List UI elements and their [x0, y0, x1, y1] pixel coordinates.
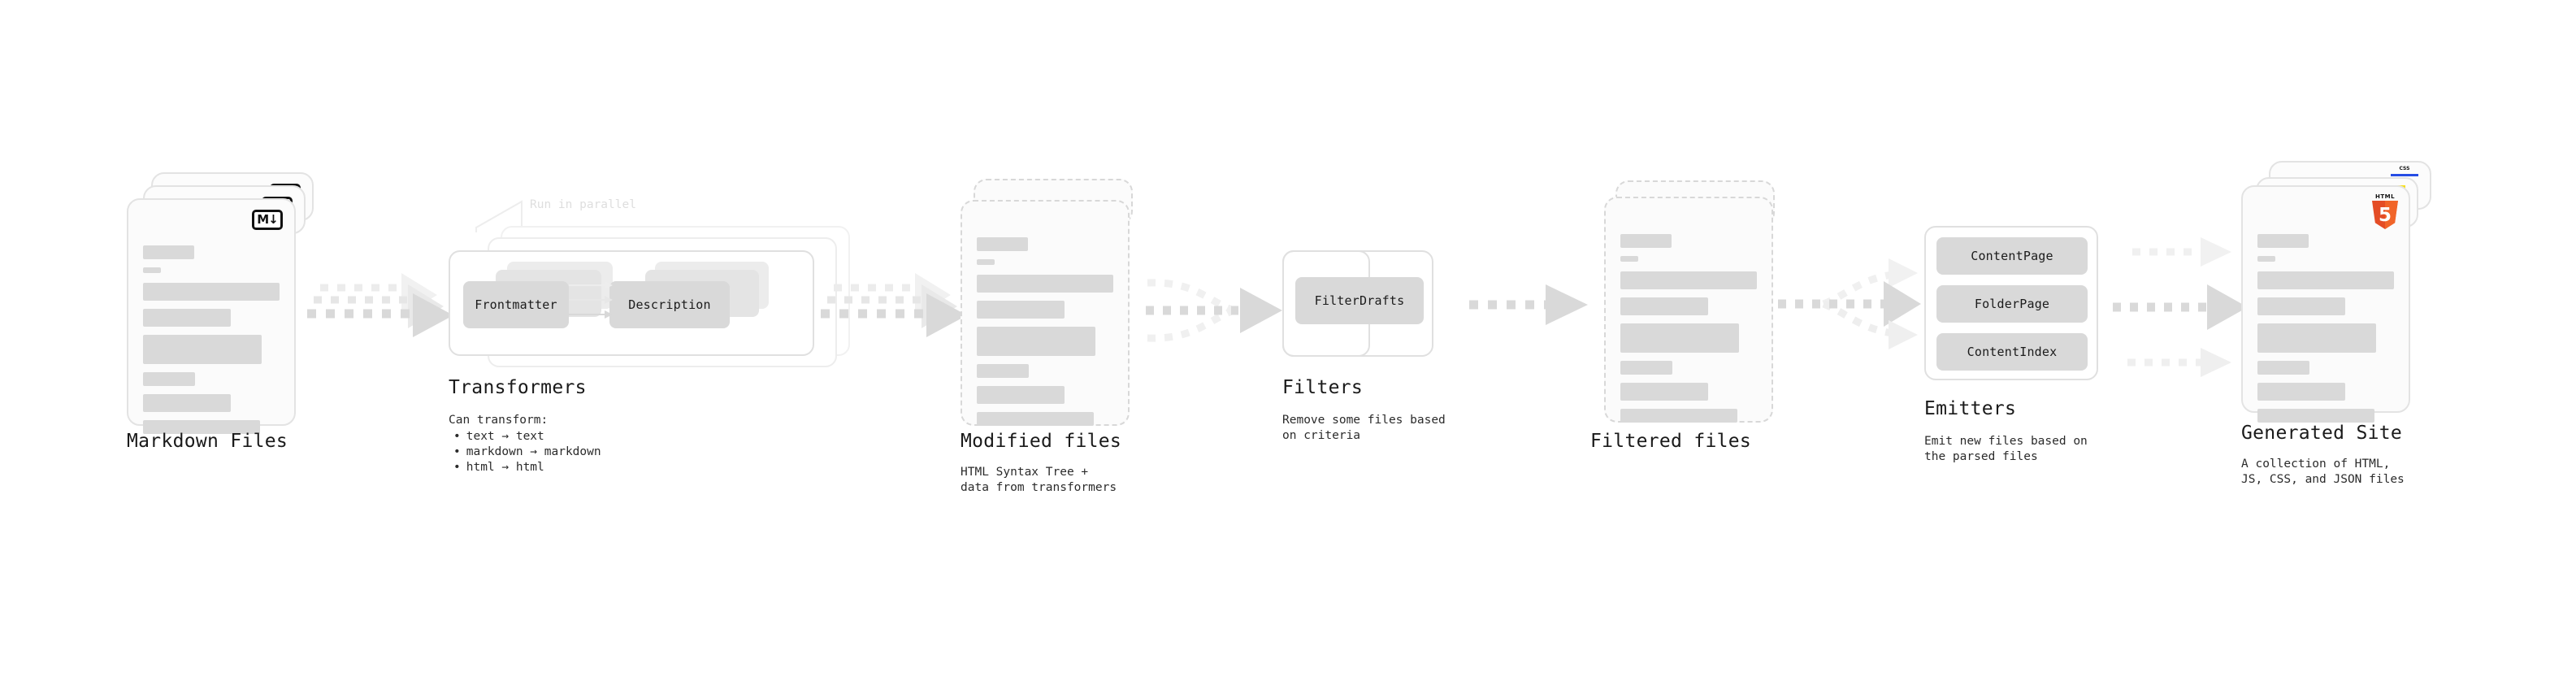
label-modified-files: Modified files: [961, 431, 1122, 452]
chip-folderpage[interactable]: FolderPage: [1936, 285, 2088, 323]
html5-shield: 5: [2372, 201, 2398, 229]
filters-box[interactable]: FilterDrafts: [1282, 250, 1424, 357]
label-transformers: Transformers: [449, 377, 587, 398]
generated-site-description: A collection of HTML, JS, CSS, and JSON …: [2241, 458, 2405, 486]
chip-frontmatter[interactable]: Frontmatter: [463, 281, 569, 328]
site-skeleton-bars: [2257, 234, 2394, 431]
markdown-badge-label-front: M↓: [252, 210, 283, 230]
markdown-badge-front: M↓: [252, 210, 283, 230]
transformers-description: Can transform: text → text markdown → ma…: [449, 413, 601, 475]
site-card-front-html[interactable]: HTML 5: [2241, 185, 2410, 423]
connector-filters-to-filtered: [1469, 284, 1588, 325]
transformers-bullet-2: html → html: [449, 460, 601, 475]
filters-description: Remove some files based on criteria: [1282, 414, 1446, 442]
chip-filterdrafts[interactable]: FilterDrafts: [1295, 277, 1424, 324]
modified-files-description: HTML Syntax Tree + data from transformer…: [961, 466, 1117, 494]
filtered-skeleton-bars: [1620, 234, 1757, 431]
chip-description[interactable]: Description: [609, 281, 730, 328]
run-in-parallel-leader: [475, 200, 523, 232]
transformers-box-front[interactable]: Frontmatter Frontmatter Frontmatter Desc…: [449, 250, 814, 356]
label-generated-site: Generated Site: [2241, 423, 2403, 444]
filters-box-shell: [1282, 250, 1433, 357]
transformers-inner-arrows: [569, 281, 613, 319]
transformers-bullet-1: markdown → markdown: [449, 445, 601, 460]
connector-md-to-transformers: [307, 273, 453, 337]
filtered-card-front[interactable]: [1604, 197, 1773, 423]
label-emitters: Emitters: [1924, 398, 2017, 419]
connector-emitters-to-site: [2113, 237, 2248, 377]
connector-filtered-to-emitters: [1778, 258, 1921, 349]
modified-skeleton-bars: [977, 237, 1113, 434]
label-filters: Filters: [1282, 377, 1364, 398]
html5-badge: HTML 5: [2371, 193, 2399, 229]
emitters-description: Emit new files based on the parsed files: [1924, 435, 2088, 463]
note-run-in-parallel: Run in parallel: [530, 198, 636, 211]
transformers-description-head: Can transform:: [449, 414, 549, 427]
emitters-box[interactable]: ContentPage FolderPage ContentIndex: [1924, 226, 2098, 380]
markdown-skeleton-bars: [143, 245, 280, 442]
label-markdown-files: Markdown Files: [127, 431, 288, 452]
chip-contentindex[interactable]: ContentIndex: [1936, 333, 2088, 371]
css3-badge-label: CSS: [2391, 166, 2418, 176]
modified-card-front[interactable]: [961, 200, 1130, 426]
label-filtered-files: Filtered files: [1590, 431, 1752, 452]
markdown-card-front[interactable]: M↓: [127, 198, 296, 434]
html5-badge-digit: 5: [2378, 204, 2392, 226]
transformers-bullet-0: text → text: [449, 429, 601, 445]
css3-badge: CSS: [2391, 166, 2418, 176]
connector-modified-to-filters: [1146, 279, 1282, 342]
connector-transformers-to-modified: [821, 273, 967, 337]
html5-badge-caption: HTML: [2374, 193, 2396, 200]
chip-contentpage[interactable]: ContentPage: [1936, 237, 2088, 275]
